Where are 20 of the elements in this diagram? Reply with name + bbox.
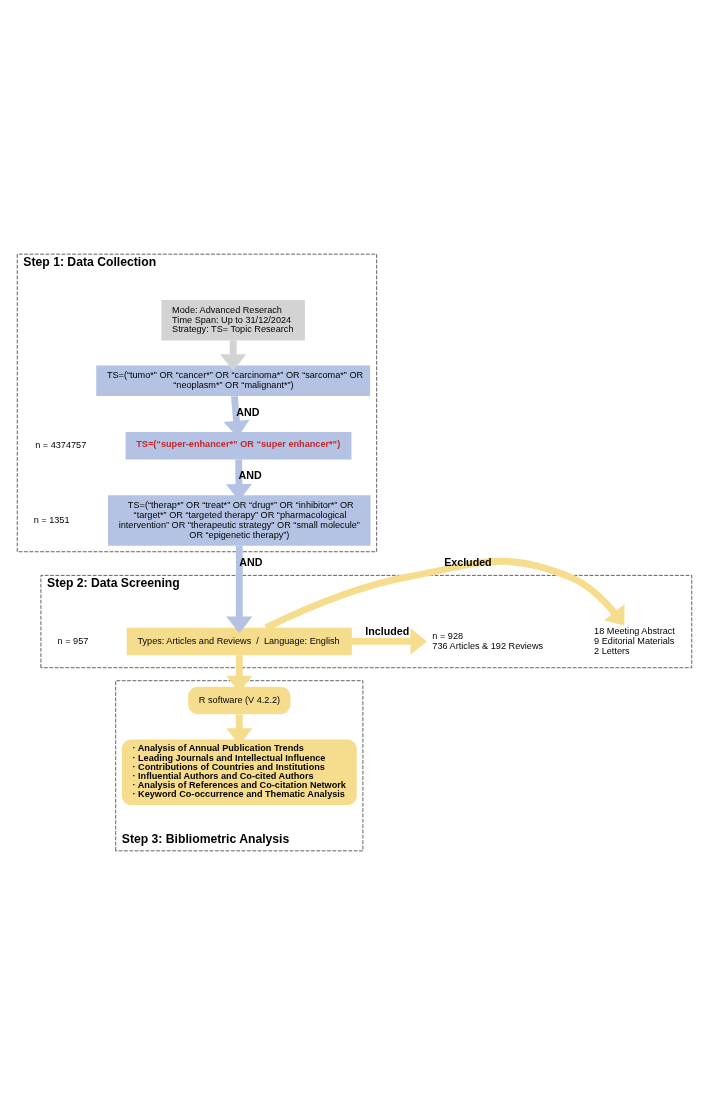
edge-label: Excluded	[444, 555, 492, 568]
node-text: 18 Meeting Abstract 9 Editorial Materials 2 Letters	[594, 625, 675, 656]
edge-label: AND	[238, 469, 262, 482]
label: n = 1351	[33, 514, 70, 525]
node-box: TS=(“tumo*” OR “cancer*” OR “carcinoma*” OR “sarcoma*” OR “neoplasm*” OR “malignant*”)	[96, 365, 371, 397]
node-box: TS=(“super-enhancer*” OR “super enhancer*”)	[125, 431, 352, 460]
edge-label: AND	[236, 406, 260, 419]
arrow	[352, 628, 428, 655]
node-text: n = 928 736 Articles & 192 Reviews	[432, 630, 544, 651]
label: n = 4374757	[35, 440, 87, 451]
arrow	[226, 545, 253, 634]
edge-label: Included	[365, 625, 410, 638]
label: n = 957	[57, 635, 89, 646]
edge-label: AND	[239, 555, 263, 568]
arrow	[264, 557, 625, 631]
node-box: TS=(“therap*” OR “treat*” OR “drug*” OR “inhibitor*” OR “target*” OR “targeted therapy” OR “pharmacological intervention” OR "therapeutic strategy" OR “small molecule” OR “epigenetic therapy”)	[108, 495, 371, 546]
node-box: Mode: Advanced Reserach Time Span: Up to 31/12/2024 Strategy: TS= Topic Research	[161, 299, 305, 341]
node-box: Types: Articles and Reviews / Language: English	[126, 627, 352, 656]
node-box: · Analysis of Annual Publication Trends · Leading Journals and Intellectual Influence · Contributions of Countries and Institutions · Influential Authors and Co-cited Authors · Analysis of References and Co-citation Network · Keyword Co-occurrence and Thematic Analysis	[121, 739, 357, 806]
node-box: R software (V 4.2.2)	[188, 686, 291, 715]
